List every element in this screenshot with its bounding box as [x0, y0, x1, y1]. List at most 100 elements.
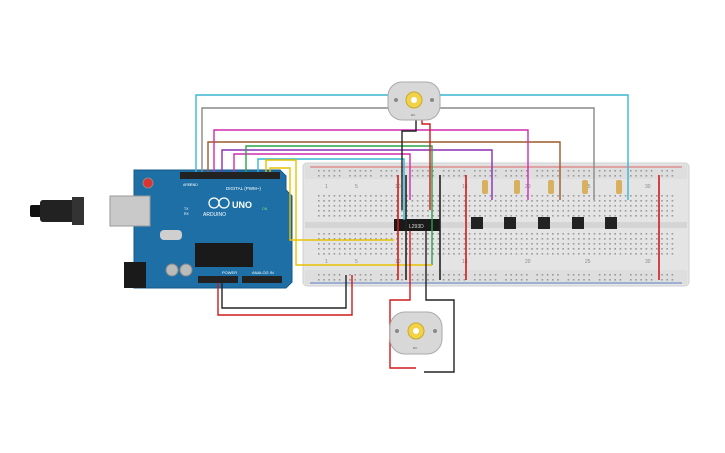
breadboard-hole: [650, 253, 653, 255]
breadboard-hole: [583, 205, 585, 207]
breadboard-hole: [562, 253, 564, 255]
wire-cyan[interactable]: [440, 94, 629, 200]
breadboard-hole: [494, 233, 497, 235]
arduino-uno-board[interactable]: UNO ARDUINO DIGITAL (PWM~) POWER ANALOG …: [30, 169, 293, 289]
breadboard-hole: [416, 195, 419, 197]
breadboard-hole: [593, 233, 596, 235]
breadboard-hole: [390, 248, 393, 250]
breadboard-hole: [489, 238, 492, 240]
breadboard-hole: [437, 248, 440, 250]
breadboard-hole: [427, 233, 429, 235]
breadboard-hole: [411, 200, 414, 202]
breadboard-hole: [557, 243, 559, 245]
pushbutton[interactable]: [538, 217, 550, 229]
wire-red[interactable]: [389, 231, 416, 369]
wire-magenta[interactable]: [213, 129, 529, 200]
breadboard-hole: [609, 205, 611, 207]
breadboard-hole: [494, 238, 497, 240]
breadboard-hole: [583, 243, 585, 245]
dc-motor-bottom[interactable]: DC: [389, 311, 443, 355]
wire-yellow[interactable]: [269, 167, 394, 241]
breadboard-hole: [489, 210, 492, 212]
breadboard-hole: [609, 233, 611, 235]
wire-cyan[interactable]: [195, 94, 388, 172]
breadboard-hole: [364, 248, 367, 250]
breadboard-hole: [453, 175, 455, 177]
breadboard-hole: [344, 215, 346, 217]
breadboard-hole: [619, 210, 622, 212]
breadboard-hole: [333, 210, 336, 212]
wire-brown[interactable]: [207, 141, 561, 200]
wire-cyan[interactable]: [257, 158, 405, 220]
resistor[interactable]: [514, 180, 520, 194]
breadboard-hole: [578, 243, 580, 245]
breadboard-hole: [484, 238, 486, 240]
breadboard-hole: [432, 233, 434, 235]
reset-button[interactable]: [142, 177, 154, 189]
breadboard-hole: [552, 210, 554, 212]
breadboard-hole: [536, 205, 538, 207]
wire-red[interactable]: [217, 275, 353, 316]
breadboard-hole: [458, 205, 460, 207]
wire-magenta[interactable]: [233, 153, 411, 200]
breadboard-hole: [416, 205, 419, 207]
breadboard-hole: [645, 195, 648, 197]
breadboard-hole: [453, 205, 455, 207]
breadboard-hole: [604, 170, 606, 172]
infinity-logo-right: [218, 197, 230, 209]
uno-logo-text: UNO: [232, 200, 252, 210]
resistor[interactable]: [482, 180, 488, 194]
breadboard-hole: [370, 248, 372, 250]
wire-black[interactable]: [221, 275, 347, 309]
breadboard-hole: [500, 238, 502, 240]
breadboard-hole: [359, 243, 362, 245]
breadboard-hole: [505, 238, 507, 240]
breadboard-hole: [656, 215, 658, 217]
breadboard-hole: [364, 243, 367, 245]
breadboard-hole: [552, 243, 554, 245]
breadboard-hole: [437, 233, 440, 235]
breadboard-hole: [526, 248, 528, 250]
breadboard-hole: [624, 210, 627, 212]
breadboard-hole: [349, 195, 351, 197]
breadboard-hole: [453, 279, 455, 281]
breadboard-hole: [520, 170, 523, 172]
breadboard-hole: [463, 238, 466, 240]
resistor[interactable]: [548, 180, 554, 194]
pushbutton[interactable]: [471, 217, 483, 229]
wire-green[interactable]: [245, 145, 433, 265]
usb-cable-plug[interactable]: [40, 200, 75, 222]
wire-red[interactable]: [421, 118, 431, 210]
breadboard-hole: [604, 195, 606, 197]
breadboard-hole: [484, 243, 486, 245]
l293d-chip[interactable]: L293D: [394, 219, 440, 231]
breadboard-hole: [364, 170, 367, 172]
breadboard-hole: [630, 170, 632, 172]
motor-label: DC: [413, 346, 418, 350]
wire-yellow[interactable]: [265, 159, 432, 266]
pushbutton[interactable]: [504, 217, 516, 229]
breadboard-hole: [489, 205, 492, 207]
wire-black[interactable]: [424, 231, 455, 373]
breadboard-hole: [479, 274, 481, 276]
resistor[interactable]: [616, 180, 622, 194]
breadboard-hole: [500, 233, 502, 235]
dc-motor-top[interactable]: DC: [387, 81, 441, 121]
resistor[interactable]: [582, 180, 588, 194]
breadboard-hole: [650, 243, 653, 245]
breadboard-hole: [422, 205, 424, 207]
breadboard-hole: [390, 200, 393, 202]
breadboard-hole: [583, 248, 585, 250]
breadboard-hole: [520, 274, 523, 276]
breadboard-hole: [448, 215, 450, 217]
breadboard-hole: [411, 215, 414, 217]
wire-purple[interactable]: [221, 149, 493, 200]
breadboard-hole: [338, 243, 341, 245]
breadboard-hole: [411, 243, 414, 245]
pushbutton[interactable]: [605, 217, 617, 229]
breadboard-hole: [318, 200, 320, 202]
pushbutton[interactable]: [572, 217, 584, 229]
breadboard[interactable]: 1 5 10 15 20 25 30 1 5 10 15 20 25 30: [302, 162, 690, 287]
wire-black[interactable]: [401, 118, 417, 210]
breadboard-hole: [510, 170, 512, 172]
